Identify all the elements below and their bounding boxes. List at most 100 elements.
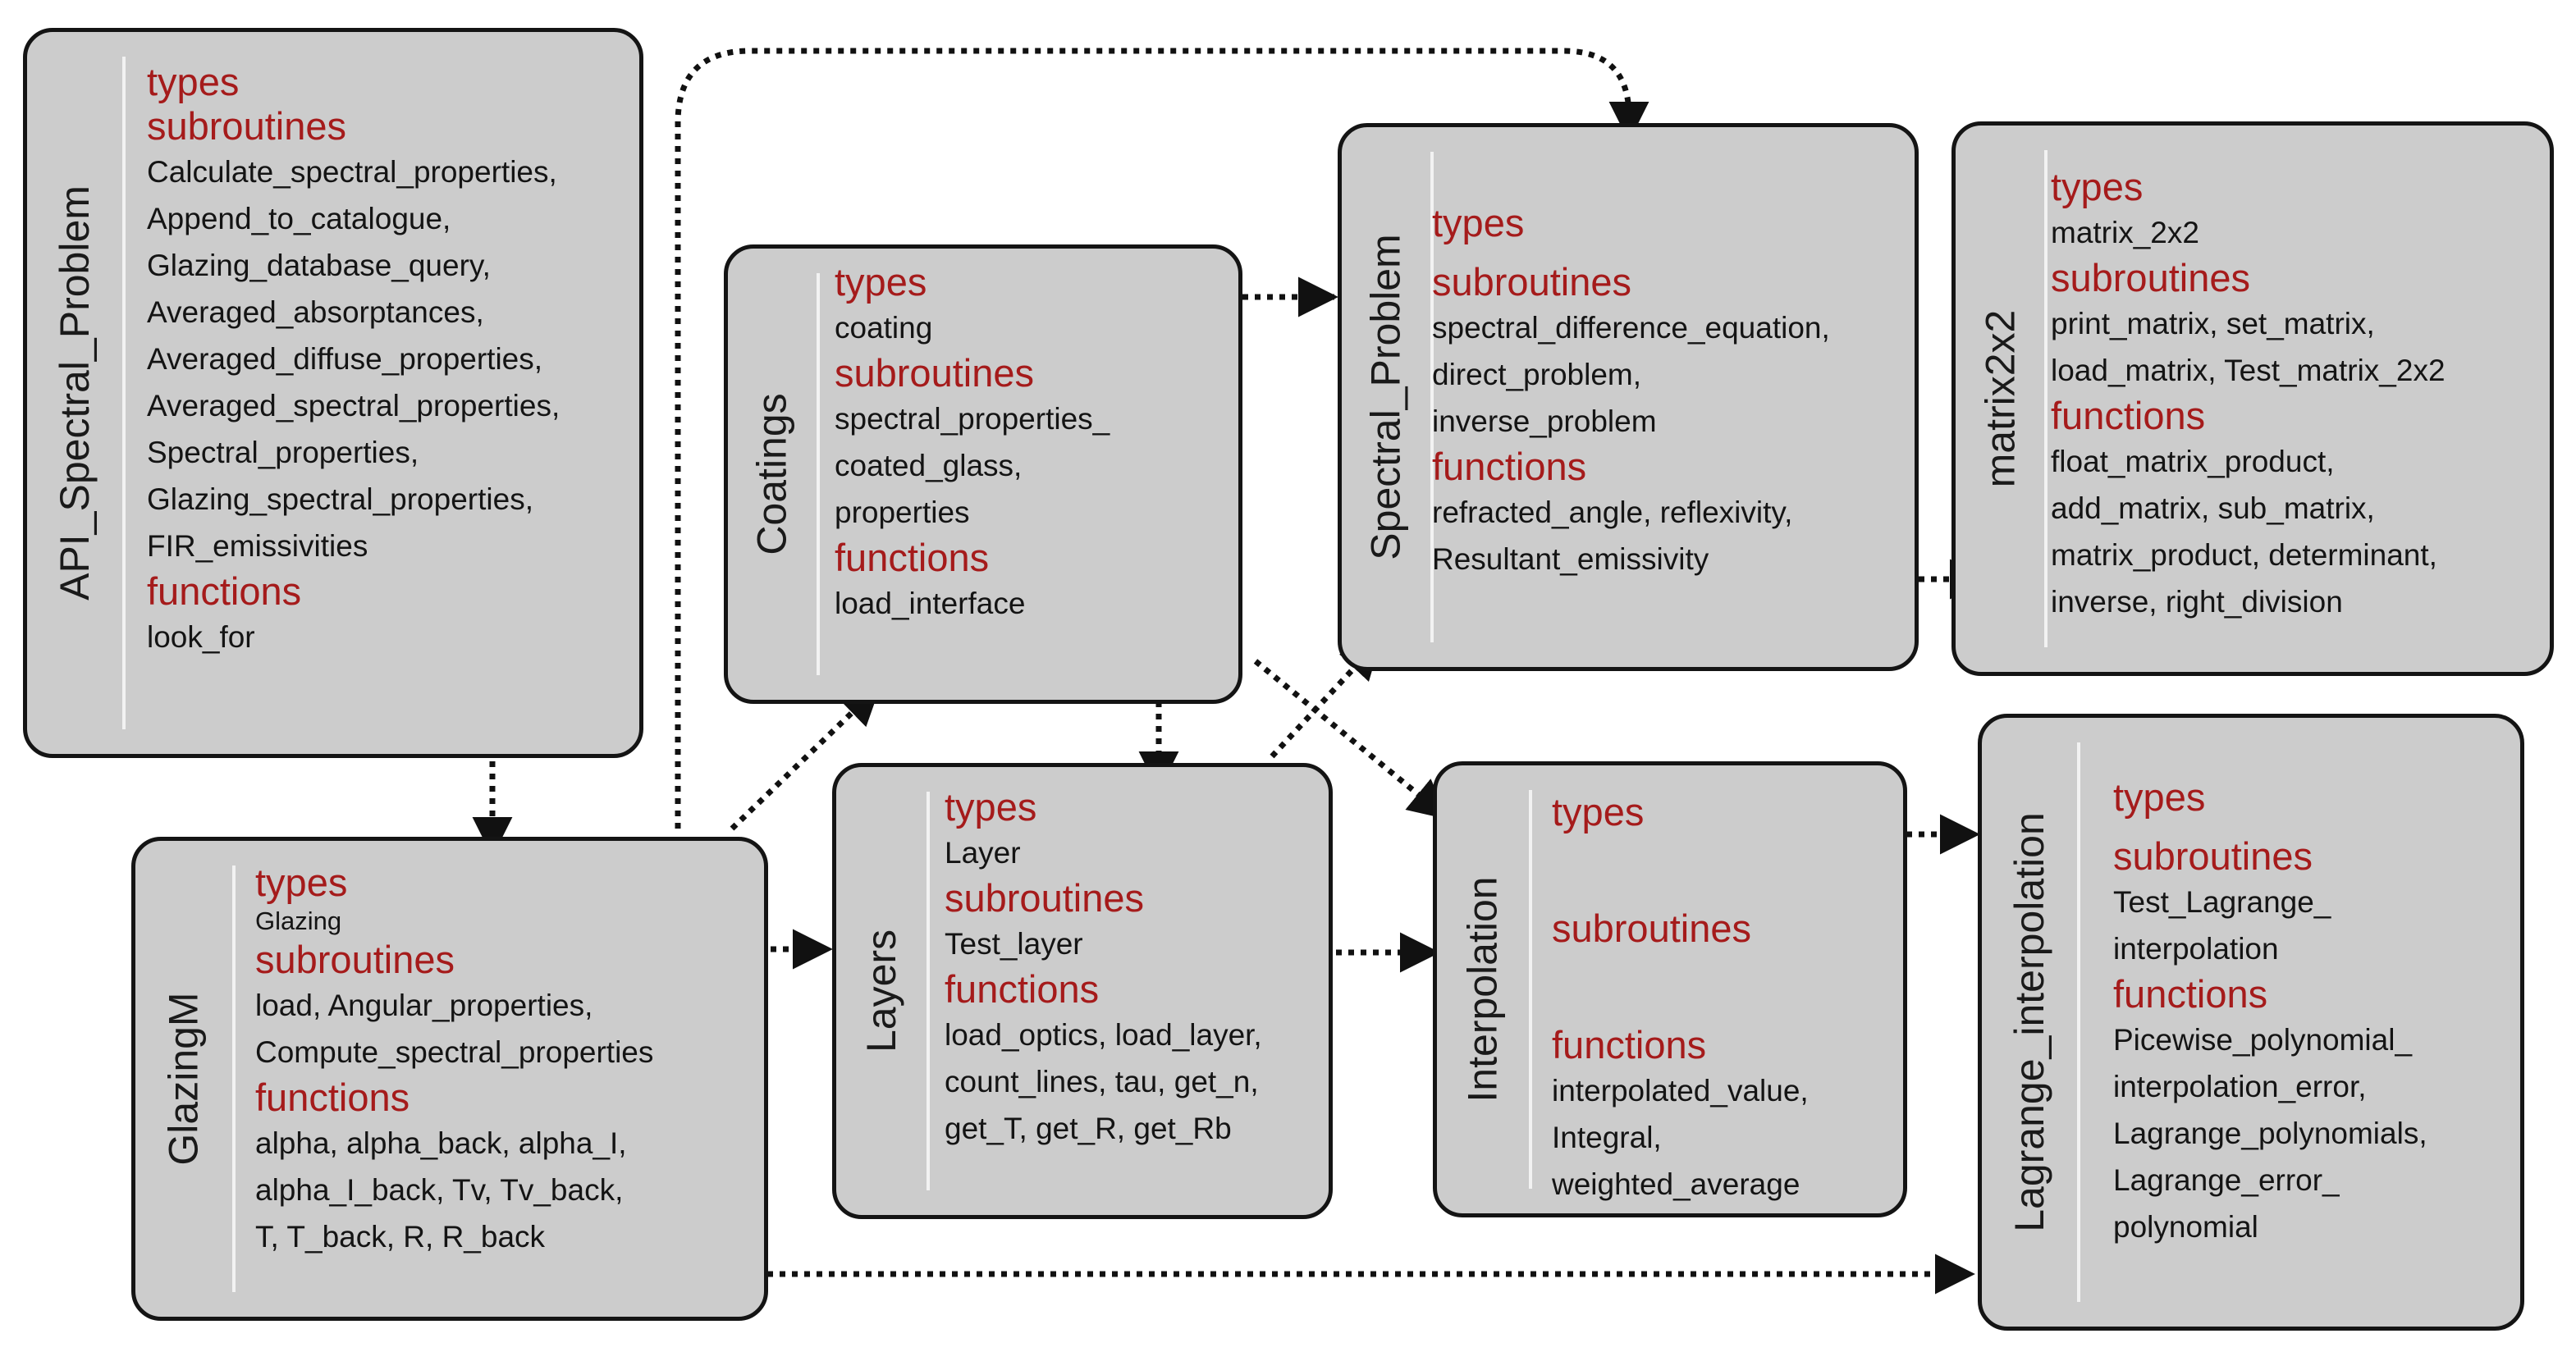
module-title: Coatings [749, 393, 795, 555]
function-item: weighted_average [1552, 1167, 1800, 1201]
module-title: Lagrange_interpolation [2006, 812, 2052, 1232]
module-body: types coating subroutines spectral_prope… [835, 260, 1230, 627]
subroutine-item: interpolation [2113, 932, 2279, 966]
subroutine-item: Compute_spectral_properties [255, 1035, 654, 1069]
module-body: types subroutines functions interpolated… [1552, 790, 1895, 1208]
function-item: refracted_angle, reflexivity, [1432, 496, 1793, 529]
function-item: count_lines, tau, get_n, [945, 1065, 1259, 1098]
function-item: Lagrange_error_ [2113, 1163, 2340, 1197]
type-item: matrix_2x2 [2051, 216, 2199, 249]
module-body: types matrix_2x2 subroutines print_matri… [2051, 165, 2542, 625]
edge-coatings-to-interp [1253, 659, 1449, 820]
function-item: Resultant_emissivity [1432, 542, 1709, 576]
module-body: types Glazing subroutines load, Angular_… [255, 861, 756, 1260]
subroutine-item: Calculate_spectral_properties, [147, 155, 557, 189]
subroutine-item: Averaged_spectral_properties, [147, 389, 560, 422]
divider [122, 57, 126, 729]
subroutine-item: spectral_properties_ [835, 402, 1110, 436]
module-title: Spectral_Problem [1363, 234, 1410, 560]
module-body: types Layer subroutines Test_layer funct… [945, 785, 1320, 1152]
module-title: GlazingM [161, 992, 207, 1166]
subroutine-item: Spectral_properties, [147, 436, 419, 469]
subroutine-item: spectral_difference_equation, [1432, 311, 1830, 345]
function-item: look_for [147, 620, 255, 654]
subroutines-heading: subroutines [2113, 834, 2313, 878]
module-title: API_Spectral_Problem [52, 185, 98, 601]
divider [817, 273, 820, 675]
functions-heading: functions [2113, 972, 2268, 1016]
subroutine-item: FIR_emissivities [147, 529, 368, 563]
types-heading: types [835, 260, 927, 304]
function-item: Picewise_polynomial_ [2113, 1023, 2413, 1057]
types-heading: types [1552, 790, 1645, 833]
functions-heading: functions [255, 1076, 410, 1119]
function-item: interpolated_value, [1552, 1074, 1809, 1108]
divider [1430, 152, 1434, 642]
subroutine-item: Test_layer [945, 927, 1083, 961]
types-heading: types [2051, 165, 2144, 208]
edge-glazing-to-coatings [730, 684, 881, 831]
subroutine-item: properties [835, 496, 970, 529]
edge-glazing-to-spectral [675, 48, 1649, 829]
type-item: coating [835, 311, 933, 345]
subroutine-item: Append_to_catalogue, [147, 202, 451, 235]
module-matrix2x2: matrix2x2 types matrix_2x2 subroutines p… [1951, 121, 2554, 676]
module-lagrange-interpolation: Lagrange_interpolation types subroutines… [1978, 714, 2524, 1331]
module-interpolation: Interpolation types subroutines function… [1433, 761, 1907, 1217]
types-heading: types [945, 785, 1037, 829]
function-item: get_T, get_R, get_Rb [945, 1112, 1232, 1145]
function-item: add_matrix, sub_matrix, [2051, 491, 2375, 525]
functions-heading: functions [1552, 1023, 1707, 1066]
module-title: Layers [858, 929, 905, 1053]
subroutine-item: Glazing_spectral_properties, [147, 482, 533, 516]
subroutine-item: Averaged_diffuse_properties, [147, 342, 543, 376]
function-item: T, T_back, R, R_back [255, 1220, 546, 1254]
divider [2044, 150, 2048, 647]
subroutine-item: print_matrix, set_matrix, [2051, 307, 2375, 340]
module-body: types subroutines Test_Lagrange_ interpo… [2113, 775, 2512, 1250]
module-body: types subroutines Calculate_spectral_pro… [147, 60, 631, 660]
types-heading: types [2113, 775, 2206, 819]
subroutines-heading: subroutines [835, 351, 1034, 395]
function-item: polynomial [2113, 1210, 2258, 1244]
subroutine-item: Averaged_absorptances, [147, 295, 484, 329]
functions-heading: functions [945, 967, 1100, 1011]
subroutines-heading: subroutines [1432, 260, 1631, 304]
subroutine-item: inverse_problem [1432, 404, 1657, 438]
module-api-spectral-problem: API_Spectral_Problem types subroutines C… [23, 28, 643, 758]
subroutines-heading: subroutines [1552, 907, 1751, 950]
function-item: load_optics, load_layer, [945, 1018, 1262, 1052]
module-title: matrix2x2 [1977, 309, 2024, 488]
subroutines-heading: subroutines [255, 938, 455, 981]
divider [2077, 742, 2080, 1302]
function-item: alpha, alpha_back, alpha_I, [255, 1126, 627, 1160]
divider [927, 792, 930, 1190]
function-item: load_interface [835, 587, 1026, 620]
functions-heading: functions [147, 569, 302, 613]
subroutine-item: Test_Lagrange_ [2113, 885, 2331, 919]
type-item: Glazing [255, 907, 342, 935]
subroutine-item: Glazing_database_query, [147, 249, 491, 282]
function-item: matrix_product, determinant, [2051, 538, 2437, 572]
function-item: Integral, [1552, 1121, 1662, 1154]
types-heading: types [147, 60, 240, 103]
edge-layers-to-spectral [1270, 638, 1382, 759]
subroutine-item: direct_problem, [1432, 358, 1642, 391]
subroutines-heading: subroutines [2051, 256, 2250, 299]
functions-heading: functions [1432, 445, 1587, 488]
divider [232, 865, 236, 1292]
subroutine-item: load_matrix, Test_matrix_2x2 [2051, 354, 2446, 387]
functions-heading: functions [2051, 394, 2206, 437]
module-glazingm: GlazingM types Glazing subroutines load,… [131, 837, 768, 1321]
subroutines-heading: subroutines [945, 876, 1144, 920]
types-heading: types [255, 861, 348, 904]
module-layers: Layers types Layer subroutines Test_laye… [832, 763, 1333, 1219]
type-item: Layer [945, 836, 1021, 870]
function-item: Lagrange_polynomials, [2113, 1117, 2427, 1150]
function-item: float_matrix_product, [2051, 445, 2335, 478]
module-title: Interpolation [1460, 876, 1507, 1103]
functions-heading: functions [835, 536, 990, 579]
function-item: interpolation_error, [2113, 1070, 2367, 1103]
function-item: inverse, right_division [2051, 585, 2343, 619]
types-heading: types [1432, 201, 1525, 244]
